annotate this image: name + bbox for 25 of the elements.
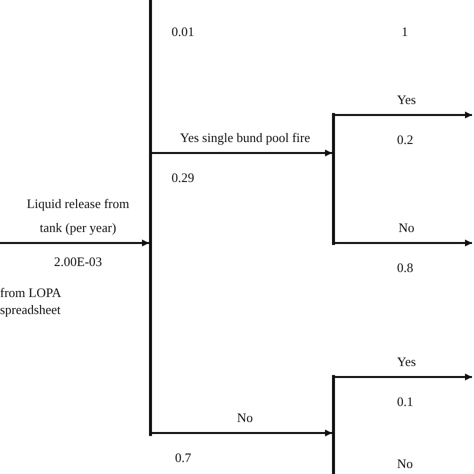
- probability-label: 0.7: [175, 449, 192, 467]
- arrow: [0, 240, 149, 246]
- edge-label: No: [237, 409, 253, 427]
- branch-bar: [332, 113, 335, 245]
- probability-label: No: [397, 455, 413, 473]
- arrow: [335, 374, 472, 380]
- arrow: [335, 112, 472, 118]
- probability-label: 0.29: [172, 169, 194, 187]
- probability-label: 2.00E-03: [54, 253, 102, 271]
- probability-label: 0.1: [397, 393, 414, 411]
- source-note: from LOPA spreadsheet: [0, 284, 62, 318]
- edge-label: Liquid release from tank (per year): [26, 195, 130, 237]
- probability-label: 0.2: [397, 131, 414, 149]
- branch-bar: [332, 375, 335, 474]
- probability-label: 0.8: [397, 259, 414, 277]
- probability-label: 1: [402, 23, 408, 41]
- probability-label: 0.01: [172, 23, 194, 41]
- branch-bar: [149, 0, 152, 436]
- edge-label: No: [398, 219, 414, 237]
- arrow: [152, 430, 332, 436]
- edge-label: Yes: [397, 91, 416, 109]
- arrow: [335, 240, 472, 246]
- edge-label: Yes: [397, 353, 416, 371]
- arrow: [152, 150, 332, 156]
- edge-label: Yes single bund pool fire: [180, 129, 310, 147]
